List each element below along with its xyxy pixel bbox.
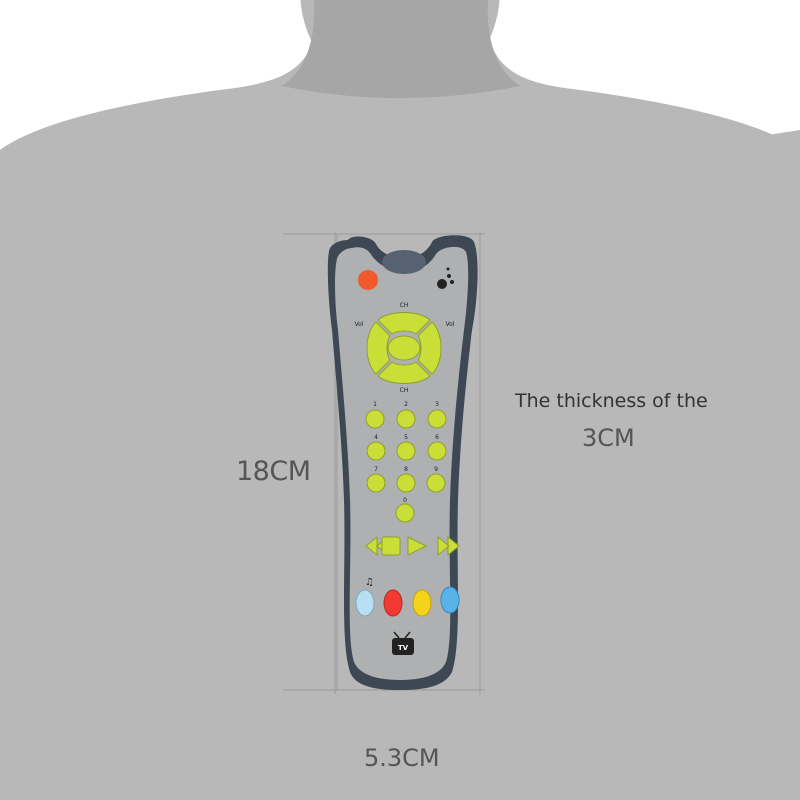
ir-window xyxy=(382,250,426,274)
digit-9-button xyxy=(426,473,446,493)
width-dimension-label: 5.3CM xyxy=(364,744,440,772)
digit-6-label: 6 xyxy=(435,434,439,441)
fast-forward-button xyxy=(437,535,460,557)
lower-hand-silhouette xyxy=(0,650,497,725)
digit-1-button xyxy=(365,409,385,429)
digit-4-label: 4 xyxy=(374,434,378,441)
stop-button xyxy=(381,536,401,556)
ch-bottom-label: CH xyxy=(400,387,409,394)
digit-2-label: 2 xyxy=(404,401,408,408)
direction-pad xyxy=(366,312,442,384)
digit-3-button xyxy=(427,409,447,429)
thickness-dimension-label: 3CM xyxy=(582,424,635,452)
digit-0-label: 0 xyxy=(403,497,407,504)
digit-1-label: 1 xyxy=(373,401,377,408)
yellow-button xyxy=(412,589,432,617)
media-controls xyxy=(365,535,460,557)
neckline-shadow xyxy=(282,0,520,98)
ch-up-button xyxy=(377,312,431,335)
color-buttons: ♫ xyxy=(355,577,460,617)
digit-5-label: 5 xyxy=(404,434,408,441)
remote-control: CH CH Vol Vol 1 2 3 4 5 6 7 8 9 0 xyxy=(327,235,478,690)
vol-down-button xyxy=(366,321,391,375)
digit-7-button xyxy=(366,473,386,493)
digit-0-button xyxy=(395,503,415,523)
blue-light-button xyxy=(355,589,375,617)
thickness-caption: The thickness of the xyxy=(515,390,708,412)
digit-8-label: 8 xyxy=(404,466,408,473)
digit-5-button xyxy=(396,441,416,461)
tv-icon: TV xyxy=(392,631,414,655)
digit-4-button xyxy=(366,441,386,461)
vol-right-label: Vol xyxy=(446,321,455,328)
ch-top-label: CH xyxy=(400,302,409,309)
ch-down-button xyxy=(377,361,431,384)
digit-2-button xyxy=(396,409,416,429)
red-button xyxy=(383,589,403,617)
ok-button xyxy=(387,335,421,361)
upper-hand-silhouette xyxy=(313,130,800,218)
digit-3-label: 3 xyxy=(435,401,439,408)
play-button xyxy=(407,536,428,556)
number-keypad xyxy=(365,409,447,523)
digit-6-button xyxy=(427,441,447,461)
digit-9-label: 9 xyxy=(434,466,438,473)
remote-face xyxy=(335,246,469,680)
blue-button xyxy=(440,586,460,614)
music-note-icon: ♫ xyxy=(365,577,374,588)
vol-up-button xyxy=(417,321,442,375)
vol-left-label: Vol xyxy=(355,321,364,328)
sound-icon xyxy=(437,267,454,289)
height-dimension-label: 18CM xyxy=(236,456,311,487)
tv-badge-label: TV xyxy=(398,644,409,652)
power-button xyxy=(358,270,378,290)
digit-8-button xyxy=(396,473,416,493)
digit-7-label: 7 xyxy=(374,466,378,473)
